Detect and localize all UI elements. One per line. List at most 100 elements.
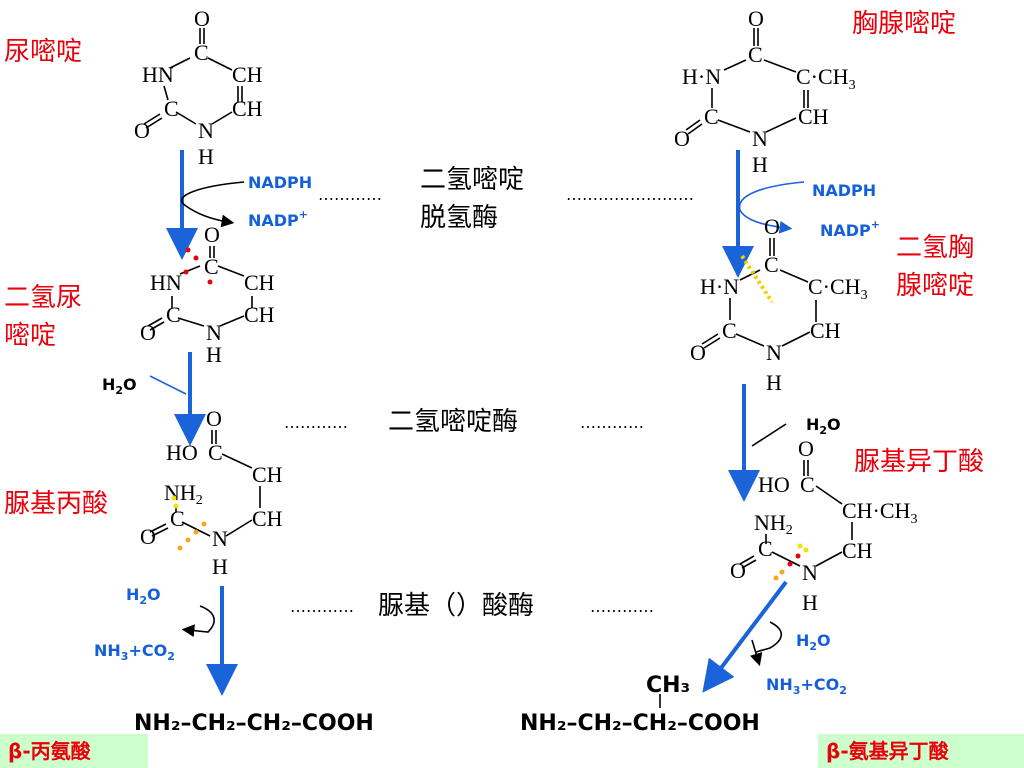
svg-text:O: O [748, 6, 764, 31]
svg-text:CH: CH [244, 302, 275, 327]
enzyme2-dots-right: ………… [580, 413, 644, 432]
svg-text:N: N [802, 560, 818, 585]
beta-alanine-formula: NH₂–CH₂–CH₂–COOH [134, 711, 374, 736]
svg-text:CH: CH [244, 270, 275, 295]
svg-text:CH: CH [232, 96, 263, 121]
svg-text:CH: CH [252, 506, 283, 531]
svg-text:C: C [164, 96, 179, 121]
beta-aminoisobutyrate-name-box: β-氨基异丁酸 [818, 734, 1024, 768]
enzyme1-dots-right: …………………… [566, 185, 694, 204]
nh3-co2-right: NH3+CO2 [766, 675, 847, 697]
svg-text:C: C [764, 252, 779, 277]
enzyme3-name: 脲基（）酸酶 [378, 591, 534, 621]
svg-text:CH: CH [842, 538, 873, 563]
svg-text:H: H [212, 554, 228, 579]
enzyme2-dots-left: ………… [284, 413, 348, 432]
aminoisobutyrate-methyl: CH₃ [646, 673, 690, 698]
enzyme3-dots-left: ………… [290, 597, 354, 616]
nadp-left: NADP+ [248, 208, 308, 230]
svg-text:C: C [194, 40, 209, 65]
svg-text:H: H [802, 590, 818, 615]
svg-text:NH2: NH2 [754, 510, 793, 538]
svg-text:C: C [800, 472, 815, 497]
dihydrothymine-label-line1: 二氢胸 [896, 233, 974, 263]
svg-text:H: H [206, 342, 222, 367]
svg-text:C: C [748, 42, 763, 67]
thymine-structure: O C H·N C·CH3 C CH O N H [674, 6, 856, 177]
dihydrothymine-structure: O C H·N C·CH3 C CH O N H [690, 214, 868, 395]
enzyme1-dots-left: ………… [318, 185, 382, 204]
svg-text:N: N [198, 118, 214, 143]
enzyme2-name: 二氢嘧啶酶 [388, 407, 518, 437]
svg-text:C: C [704, 104, 719, 129]
svg-text:CH: CH [798, 104, 829, 129]
svg-text:H·N: H·N [682, 64, 721, 89]
enzyme1-name-line1: 二氢嘧啶 [420, 165, 524, 195]
svg-text:H·N: H·N [700, 274, 739, 299]
svg-text:N: N [752, 126, 768, 151]
ureidoisobutyrate-structure: O HO C CH·CH3 NH2 C CH O N H [730, 436, 917, 615]
svg-text:O: O [730, 558, 746, 583]
nadph-right: NADPH [812, 181, 876, 200]
svg-text:H: H [752, 152, 768, 177]
beta-aminoisobutyrate-name: β-氨基异丁酸 [826, 739, 949, 763]
svg-text:O: O [764, 214, 780, 239]
dihydrouracil-label-line1: 二氢尿 [4, 283, 82, 313]
svg-text:NH2: NH2 [164, 480, 203, 508]
uracil-structure: O C HN CH C CH O N H [134, 6, 263, 169]
svg-text:N: N [212, 526, 228, 551]
svg-text:O: O [206, 406, 222, 431]
svg-text:CH·CH3: CH·CH3 [842, 498, 917, 527]
nh3-co2-left: NH3+CO2 [94, 641, 175, 663]
svg-text:O: O [140, 320, 156, 345]
enzyme1-name-line2: 脱氢酶 [420, 203, 498, 233]
svg-text:O: O [798, 436, 814, 461]
svg-text:C: C [722, 318, 737, 343]
svg-text:CH: CH [810, 318, 841, 343]
svg-text:O: O [674, 126, 690, 151]
svg-text:C: C [204, 254, 219, 279]
svg-text:CH: CH [252, 462, 283, 487]
svg-text:CH: CH [232, 62, 263, 87]
svg-text:O: O [134, 118, 150, 143]
beta-alanine-name: β-丙氨酸 [8, 739, 91, 763]
nadp-right: NADP+ [820, 218, 880, 240]
svg-text:C: C [758, 536, 773, 561]
svg-text:C: C [208, 440, 223, 465]
h2o-right1: H2O [806, 415, 841, 437]
svg-text:HN: HN [150, 270, 182, 295]
dihydrouracil-label-line2: 嘧啶 [4, 321, 56, 351]
svg-text:H: H [766, 370, 782, 395]
svg-text:HO: HO [166, 440, 198, 465]
uracil-label: 尿嘧啶 [4, 37, 82, 67]
aminoisobutyrate-formula: NH₂–CH₂–CH₂–COOH [520, 711, 760, 736]
h2o-left2: H2O [126, 585, 161, 607]
enzyme3-dots-right: ………… [590, 597, 654, 616]
ureidopropionate-label: 脲基丙酸 [4, 489, 108, 519]
h2o-curve-right2 [755, 621, 783, 653]
h2o-right2: H2O [796, 631, 831, 653]
svg-text:C: C [166, 302, 181, 327]
svg-text:H: H [198, 144, 214, 169]
h2o-curve-left2 [181, 605, 215, 638]
dihydrouracil-structure: O C HN CH C CH O N H [140, 222, 275, 367]
svg-text:C·CH3: C·CH3 [796, 64, 856, 93]
h2o-line-right1 [751, 423, 787, 447]
svg-text:C: C [170, 506, 185, 531]
svg-text:O: O [194, 6, 210, 31]
dihydrothymine-label-line2: 腺嘧啶 [896, 271, 974, 301]
svg-text:HO: HO [758, 472, 790, 497]
svg-text:N: N [206, 320, 222, 345]
ureidoisobutyrate-label: 脲基异丁酸 [854, 447, 984, 477]
ureidopropionate-structure: O HO C CH NH2 C CH O N H [140, 406, 283, 579]
h2o-left1: H2O [102, 375, 137, 397]
svg-text:O: O [204, 222, 220, 247]
svg-text:O: O [140, 524, 156, 549]
svg-text:HN: HN [142, 62, 174, 87]
beta-alanine-name-box: β-丙氨酸 [0, 734, 148, 768]
nadph-curve-left [180, 181, 245, 228]
svg-text:C·CH3: C·CH3 [808, 274, 868, 303]
nadph-curve-right [738, 181, 805, 234]
svg-text:O: O [690, 340, 706, 365]
